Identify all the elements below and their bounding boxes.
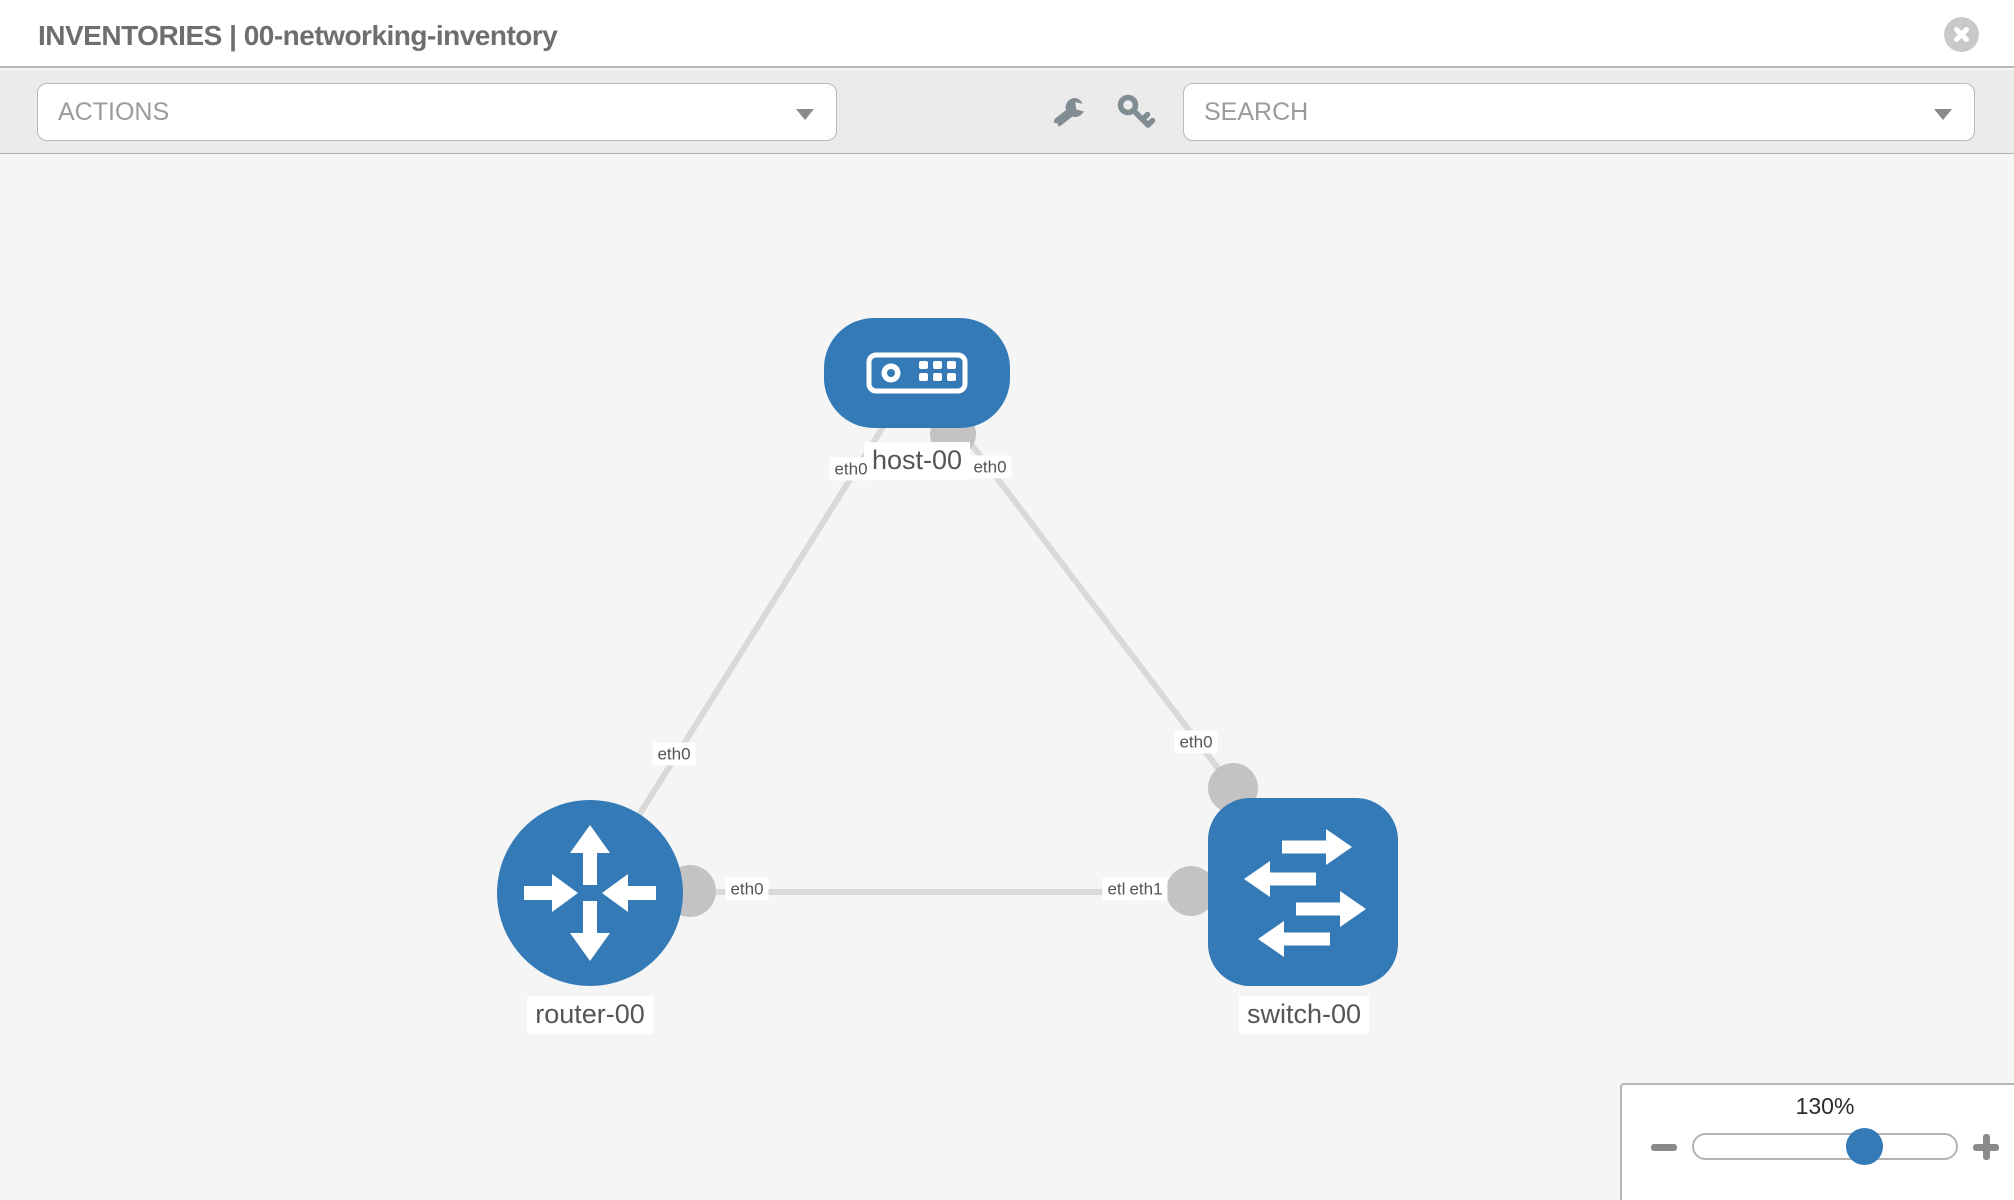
node-label-router[interactable]: router-00 xyxy=(527,996,653,1034)
interface-label: eth0 xyxy=(725,877,769,901)
topology-canvas[interactable]: host-00 router-00 switch-00 eth0 eth0 et… xyxy=(0,155,2014,1200)
zoom-level-value: 130% xyxy=(1795,1093,1855,1119)
zoom-control-panel: 130% xyxy=(1620,1083,2014,1200)
interface-label: eth0 xyxy=(652,742,696,766)
page-title: INVENTORIES | 00-networking-inventory xyxy=(38,20,558,51)
zoom-in-icon[interactable] xyxy=(1968,1129,2004,1165)
search-dropdown-label: SEARCH xyxy=(1204,97,1309,126)
node-host-00[interactable] xyxy=(824,318,1010,428)
interface-label: eth0 xyxy=(1174,730,1218,754)
actions-dropdown-label: ACTIONS xyxy=(58,97,170,126)
actions-dropdown[interactable]: ACTIONS xyxy=(37,83,837,141)
key-icon[interactable] xyxy=(1114,92,1158,136)
router-icon xyxy=(524,825,656,961)
node-switch-00[interactable] xyxy=(1208,798,1398,986)
port-switch-eth1[interactable] xyxy=(1166,866,1216,916)
interface-label: eth0 xyxy=(829,457,873,481)
close-icon[interactable] xyxy=(1944,17,1979,52)
zoom-slider-track[interactable] xyxy=(1692,1133,1958,1160)
chevron-down-icon xyxy=(796,109,814,120)
switch-icon xyxy=(1244,829,1366,957)
zoom-slider-thumb[interactable] xyxy=(1846,1128,1883,1165)
wrench-icon[interactable] xyxy=(1046,92,1090,136)
interface-label: eth1 xyxy=(1124,877,1168,901)
topology-graph xyxy=(497,318,1398,986)
toolbar: ACTIONS SEARCH xyxy=(0,70,2014,154)
node-label-switch[interactable]: switch-00 xyxy=(1238,996,1370,1034)
zoom-out-icon[interactable] xyxy=(1646,1129,1682,1165)
chevron-down-icon xyxy=(1934,109,1952,120)
server-icon xyxy=(866,352,968,394)
interface-label: eth0 xyxy=(968,455,1012,479)
header: INVENTORIES | 00-networking-inventory xyxy=(0,0,2014,68)
node-label-host[interactable]: host-00 xyxy=(863,442,971,480)
search-dropdown[interactable]: SEARCH xyxy=(1183,83,1975,141)
node-router-00[interactable] xyxy=(497,800,683,986)
